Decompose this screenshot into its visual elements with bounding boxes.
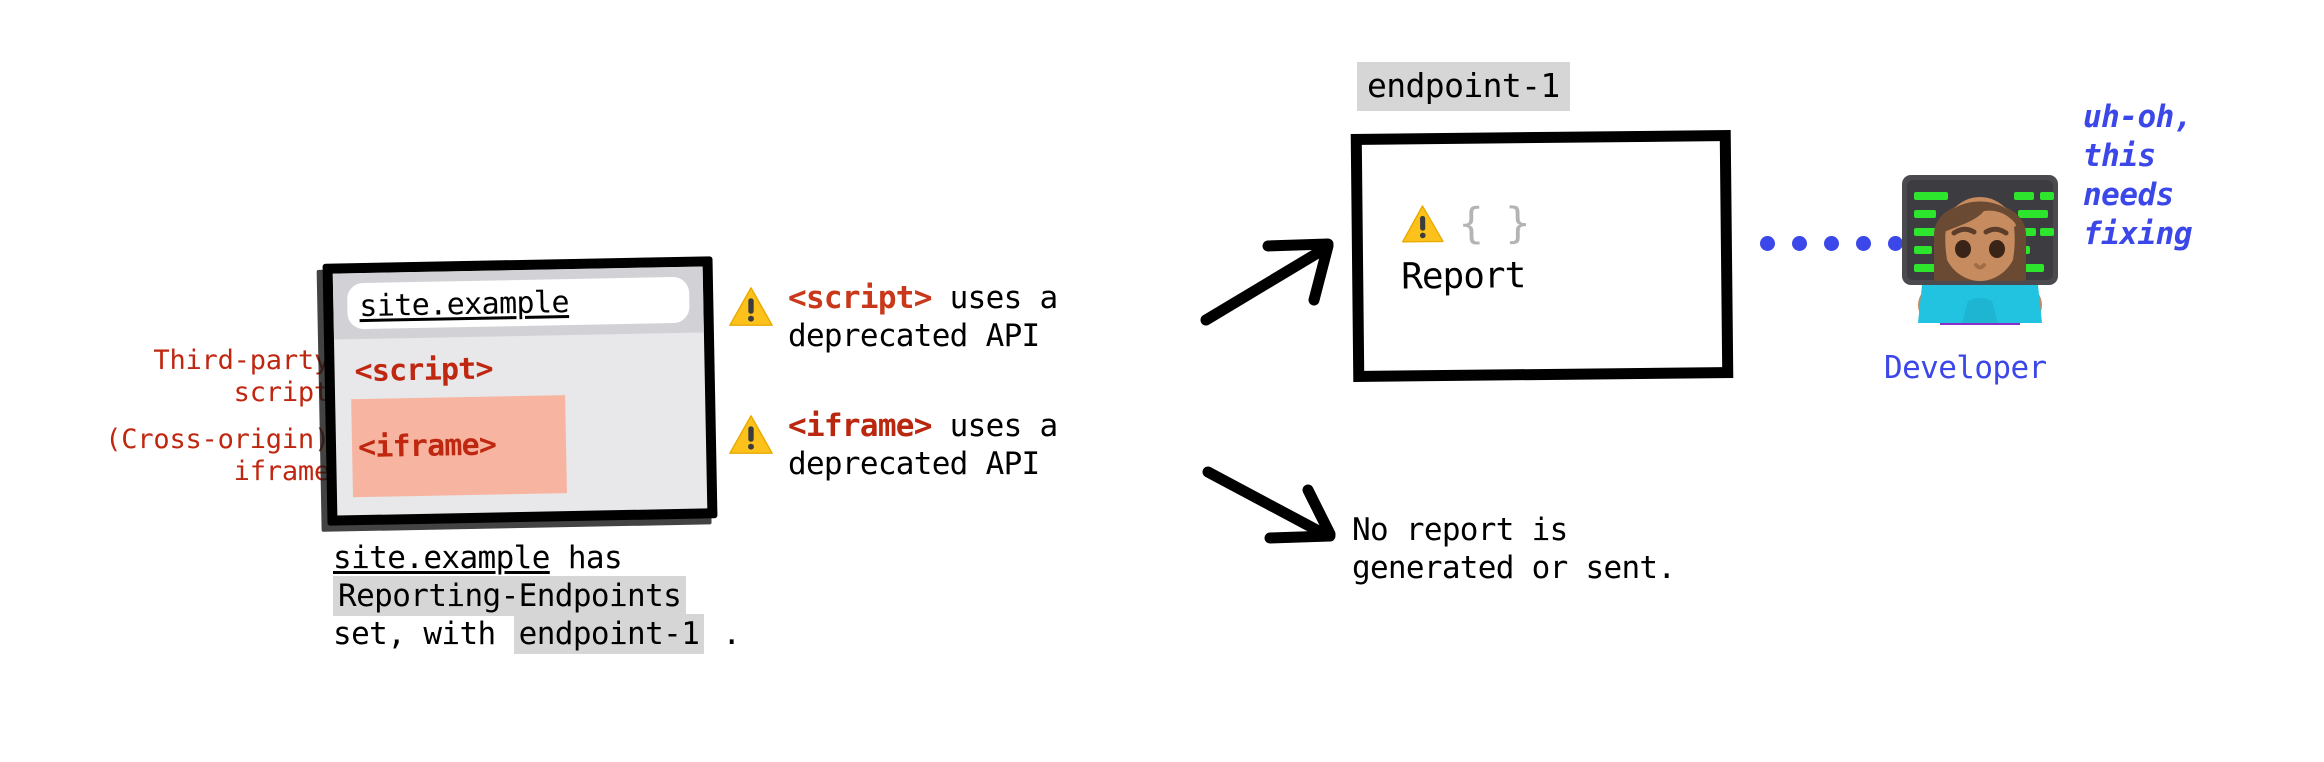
connector-dot bbox=[1888, 236, 1903, 251]
warning-triangle-icon bbox=[729, 415, 773, 454]
browser-caption: site.example has Reporting-Endpoints set… bbox=[333, 540, 953, 654]
connector-dot bbox=[1792, 236, 1807, 251]
report-box-caption: Report bbox=[1400, 255, 1526, 298]
endpoint-name-chip: endpoint-1 bbox=[1357, 62, 1570, 111]
warning-iframe-line-1: <iframe> uses a bbox=[788, 408, 1058, 446]
connector-dot bbox=[1856, 236, 1871, 251]
warning-script-tag: <script> bbox=[788, 280, 932, 316]
json-braces-icon: { } bbox=[1458, 198, 1529, 248]
speech-line-3: needs bbox=[2083, 177, 2174, 214]
label-third-party-script: Third-party script bbox=[153, 345, 330, 408]
caption-line3-suffix: . bbox=[704, 615, 741, 652]
browser-chrome: site.example bbox=[332, 266, 704, 340]
warning-text-iframe: <iframe> uses a deprecated API bbox=[788, 408, 1058, 484]
report-icon-row: { } bbox=[1400, 198, 1529, 248]
label-cross-origin-iframe: (Cross-origin) iframe bbox=[105, 424, 330, 487]
browser-window-frame: site.example <script> <iframe> bbox=[322, 256, 718, 526]
report-box-frame: { } Report bbox=[1350, 130, 1734, 382]
caption-endpoint-chip: endpoint-1 bbox=[513, 613, 705, 654]
caption-site-name: site.example bbox=[333, 540, 550, 576]
speech-line-1: uh-oh, bbox=[2083, 99, 2192, 135]
code-line-iframe-highlight: <iframe> bbox=[351, 395, 567, 498]
no-report-line-1: No report is bbox=[1352, 512, 1568, 548]
caption-line-1: site.example has bbox=[333, 540, 953, 578]
warning-row-iframe: <iframe> uses a deprecated API bbox=[728, 408, 1058, 484]
browser-url-text: site.example bbox=[359, 284, 570, 324]
caption-line1-rest: has bbox=[549, 540, 623, 576]
warning-iframe-rest: uses a bbox=[931, 408, 1058, 444]
warning-triangle-icon bbox=[729, 287, 773, 326]
browser-content: <script> <iframe> bbox=[334, 332, 707, 498]
caption-line-2: Reporting-Endpoints bbox=[333, 575, 953, 616]
report-box-content: { } Report bbox=[1400, 198, 1529, 298]
speech-line-4: fixing bbox=[2083, 216, 2192, 253]
browser-window: site.example <script> <iframe> bbox=[316, 256, 718, 532]
arrow-to-report-icon bbox=[1200, 238, 1334, 326]
speech-line-2: this bbox=[2083, 138, 2156, 175]
warning-script-line-1: <script> uses a bbox=[788, 280, 1058, 318]
caption-line-3: set, with endpoint-1 . bbox=[333, 613, 953, 654]
browser-url-bar[interactable]: site.example bbox=[346, 276, 690, 330]
arrow-to-no-report-icon bbox=[1202, 466, 1336, 544]
woman-technologist-emoji bbox=[1902, 175, 2058, 325]
warning-iframe-line-2: deprecated API bbox=[788, 445, 1040, 482]
warning-iframe-tag: <iframe> bbox=[788, 408, 932, 444]
caption-header-chip: Reporting-Endpoints bbox=[333, 575, 687, 616]
code-line-script: <script> bbox=[354, 351, 494, 390]
warning-script-rest: uses a bbox=[931, 280, 1058, 316]
connector-dot bbox=[1824, 236, 1839, 251]
warning-text-script: <script> uses a deprecated API bbox=[788, 280, 1058, 356]
no-report-line-2: generated or sent. bbox=[1352, 549, 1676, 586]
warning-triangle-icon bbox=[1401, 205, 1444, 243]
report-box: { } Report bbox=[1350, 130, 1734, 382]
developer-speech-text: uh-oh, this needs fixing bbox=[2083, 98, 2192, 254]
warning-row-script: <script> uses a deprecated API bbox=[728, 280, 1058, 356]
developer-label: Developer bbox=[1884, 350, 2047, 386]
warning-script-line-2: deprecated API bbox=[788, 317, 1040, 354]
connector-dot bbox=[1760, 236, 1775, 251]
code-line-iframe: <iframe> bbox=[357, 427, 497, 466]
caption-line3-prefix: set, with bbox=[333, 615, 514, 652]
no-report-text: No report is generated or sent. bbox=[1352, 512, 1676, 588]
